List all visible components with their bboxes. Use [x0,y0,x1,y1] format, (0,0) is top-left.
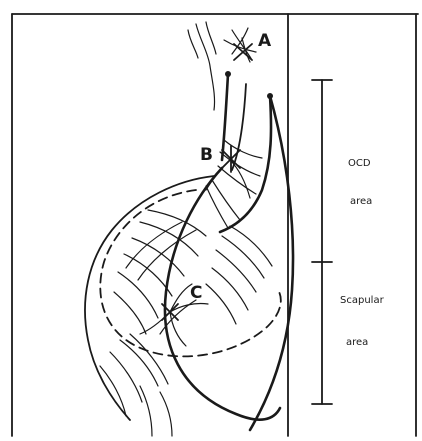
root-3 [206,22,216,54]
branch [170,312,186,346]
scapular-area-label-line2: area [346,337,368,348]
ocd-area-label-line1: OCD [348,158,371,169]
cord-right [220,96,271,232]
label-a: A [258,31,272,51]
fiber [212,180,240,220]
cord-left [222,74,228,160]
fiber [222,236,264,278]
outline-front [165,168,280,420]
fiber [140,386,152,436]
ocd-area-label-line2: area [350,196,372,207]
fiber [138,230,196,280]
root-2 [196,24,215,110]
fiber [114,292,146,334]
scale-bar [312,80,332,404]
fiber [140,222,198,256]
root-1 [188,30,198,58]
fiber [206,284,236,324]
fiber [218,166,256,194]
label-c: C [190,283,202,303]
fiber [130,334,168,384]
fiber [224,140,262,158]
muscle-outline [85,96,293,430]
fiber [160,392,172,436]
frame [12,14,418,436]
muscle-cords [220,71,273,232]
fiber [148,210,206,236]
scapular-area-label-line1: Scapular [340,295,385,306]
cord-left-dot [225,71,231,77]
fiber [216,250,256,292]
fiber [206,186,228,228]
branch [170,303,208,312]
fiber [110,352,142,402]
label-b: B [200,145,213,165]
fiber [118,272,158,318]
fiber [100,366,126,416]
